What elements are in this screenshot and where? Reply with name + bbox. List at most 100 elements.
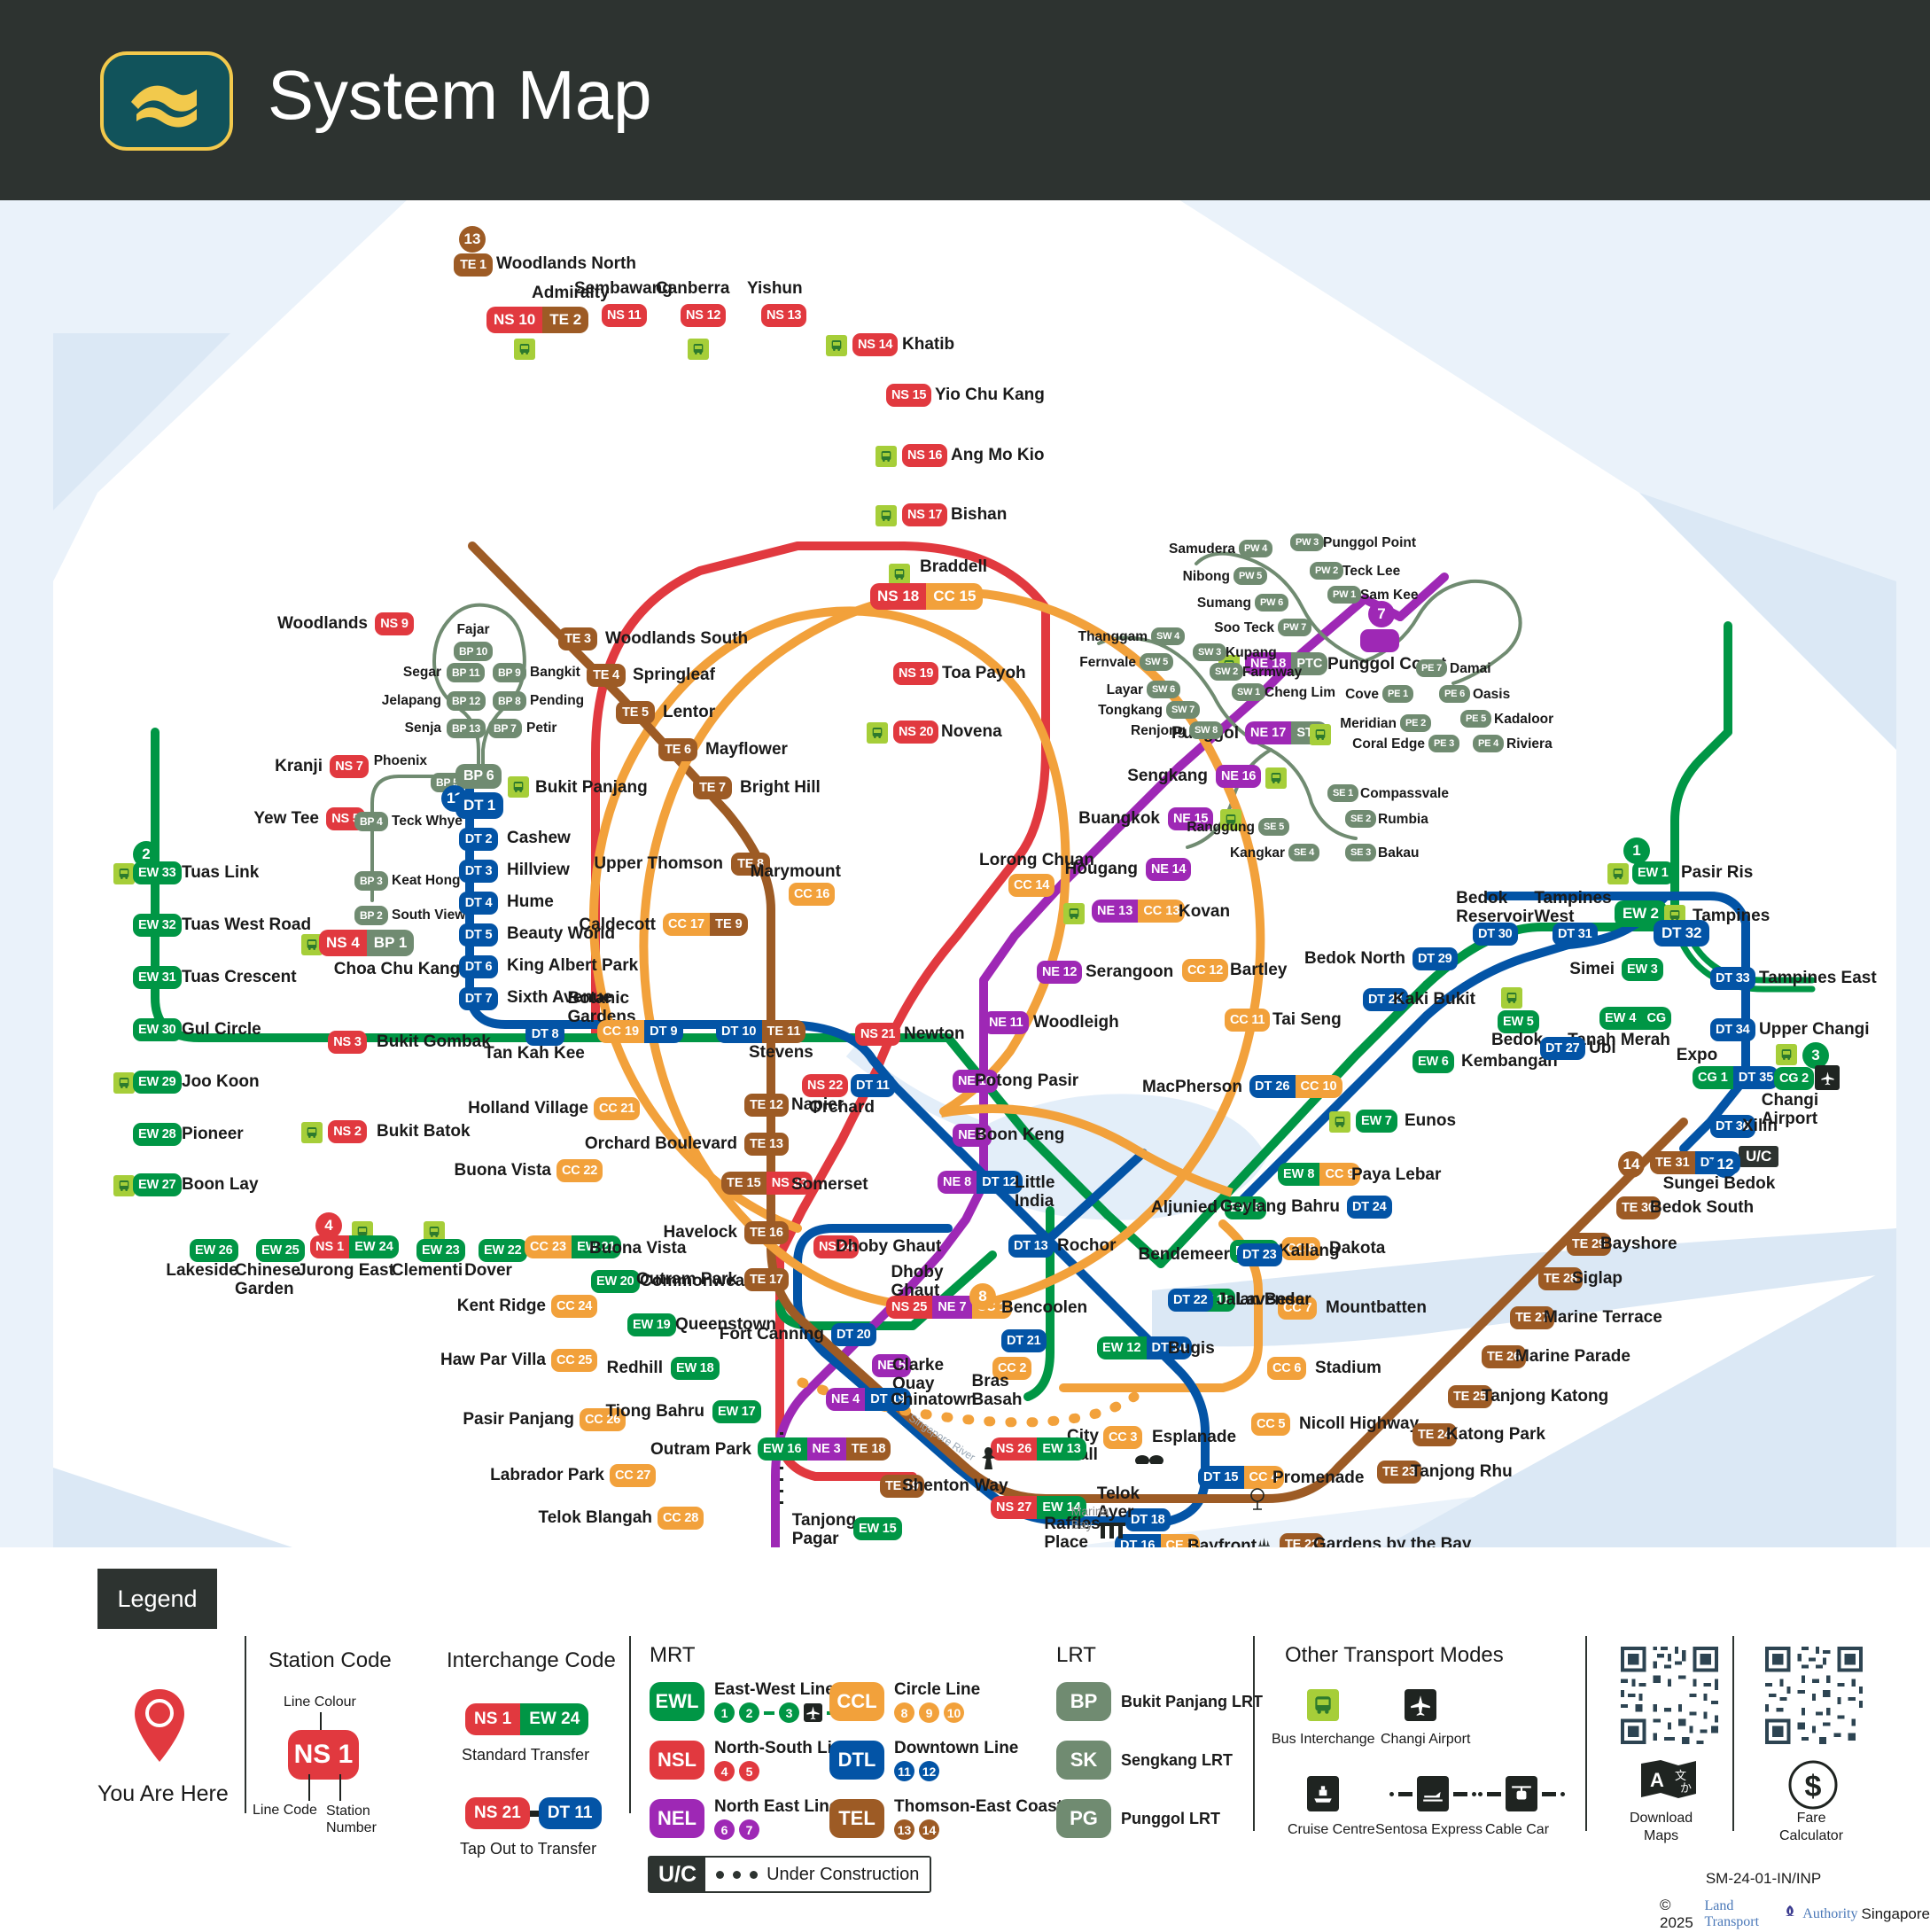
station-code-PE-5[interactable]: PE 5: [1460, 710, 1492, 728]
station-code-NS-8[interactable]: NS 9: [375, 612, 414, 635]
station-code-EW-5[interactable]: EW 5: [1498, 1010, 1539, 1033]
station-code-DT-1[interactable]: DT 1: [455, 792, 504, 819]
station-code-BP-1[interactable]: BP 1: [366, 930, 415, 956]
station-code-BP-4[interactable]: BP 4: [354, 812, 388, 831]
station-code-PW-4[interactable]: PW 4: [1239, 540, 1273, 557]
station-code-CC-26[interactable]: CC 27: [610, 1464, 657, 1487]
station-code-NS-2[interactable]: NS 2: [328, 1120, 367, 1143]
station-code-EW-17[interactable]: EW 17: [712, 1400, 761, 1423]
station-code-CC-8[interactable]: CC 8: [1281, 1237, 1321, 1260]
interchange-tanah-merah[interactable]: EW 4 CG: [1599, 1007, 1672, 1030]
station-code-TE-12[interactable]: TE 12: [744, 1094, 789, 1117]
station-code-CC-19[interactable]: CC 19: [597, 1020, 645, 1043]
station-code-NS-16[interactable]: NS 17: [902, 503, 948, 526]
station-code-SW-1[interactable]: SW 1: [1232, 683, 1266, 701]
station-code-NS-23[interactable]: NS 24: [813, 1235, 860, 1258]
interchange-expo[interactable]: CG 1 DT 35: [1693, 1066, 1779, 1089]
interchange-bayfront[interactable]: DT 16 CE 1: [1115, 1534, 1200, 1547]
station-code-NE-18[interactable]: [1360, 629, 1399, 652]
station-code-TE-27[interactable]: TE 27: [1510, 1306, 1554, 1329]
station-code-TE-14[interactable]: TE 15: [721, 1172, 767, 1195]
interchange-chinatown[interactable]: NE 4 DT 19: [826, 1388, 911, 1411]
station-code-TE-22[interactable]: TE 22: [1280, 1533, 1324, 1547]
station-code-NE-17[interactable]: NE 18: [1245, 652, 1292, 675]
station-code-NS-18[interactable]: NS 19: [893, 662, 939, 685]
interchange-choa-chu-kang[interactable]: NS 4 BP 1: [319, 930, 415, 956]
station-code-NS-7[interactable]: NS 7: [330, 755, 369, 778]
station-code-BP-8[interactable]: BP 8: [493, 691, 526, 711]
station-code-EW-3[interactable]: EW 3: [1622, 958, 1663, 981]
station-code-PW-5[interactable]: PW 5: [1233, 567, 1268, 585]
interchange-orchard[interactable]: TE 15 NS 23: [721, 1172, 813, 1195]
station-code-EW-24[interactable]: EW 24: [349, 1235, 399, 1258]
station-code-EW-16[interactable]: EW 16: [758, 1437, 807, 1461]
station-code-NE-8[interactable]: NE 9: [953, 1124, 992, 1147]
station-code-CC-4[interactable]: CC 4: [1243, 1466, 1284, 1489]
station-code-DT-19[interactable]: DT 19: [865, 1388, 911, 1411]
station-code-TE-30[interactable]: TE 30: [1616, 1196, 1661, 1219]
station-code-EW-22[interactable]: EW 22: [479, 1239, 527, 1262]
station-code-NS-22[interactable]: NS 23: [766, 1172, 813, 1195]
station-code-NS-17[interactable]: NS 18: [870, 583, 927, 610]
station-code-PW-1[interactable]: PW 1: [1327, 586, 1362, 604]
station-code-SE-4[interactable]: SE 4: [1288, 844, 1320, 861]
station-code-TE-7[interactable]: TE 7: [693, 776, 732, 799]
station-code-NE-5[interactable]: NE 5: [872, 1354, 911, 1377]
station-code-EW-8[interactable]: EW 8: [1278, 1163, 1320, 1186]
station-code-EW-4[interactable]: EW 4: [1599, 1007, 1642, 1030]
station-code-CC-10[interactable]: CC 10: [1295, 1075, 1342, 1098]
interchange-city-hall[interactable]: NS 26 EW 13: [991, 1437, 1086, 1461]
station-code-EW-26[interactable]: EW 26: [190, 1239, 238, 1262]
station-code-NE-10[interactable]: NE 11: [984, 1011, 1029, 1034]
station-code-TE-9[interactable]: TE 9: [710, 913, 748, 936]
station-code-DT-30[interactable]: DT 30: [1473, 923, 1518, 946]
station-code-EW-12[interactable]: EW 12: [1097, 1336, 1147, 1359]
station-code-SE-3[interactable]: SE 3: [1345, 844, 1377, 861]
station-code-SW-6[interactable]: SW 6: [1147, 681, 1181, 698]
interchange-stevens[interactable]: DT 10 TE 11: [716, 1020, 806, 1043]
station-code-BP-9[interactable]: BP 9: [493, 663, 526, 682]
station-code-NS-10[interactable]: NS 11: [602, 304, 647, 327]
station-code-DT-6[interactable]: DT 6: [459, 955, 498, 978]
station-code-TE-17[interactable]: TE 18: [845, 1437, 891, 1461]
station-code-NS-20[interactable]: NS 21: [855, 1023, 901, 1046]
station-code-EW-28[interactable]: EW 28: [133, 1123, 182, 1146]
station-code-NE-13[interactable]: NE 14: [1146, 858, 1192, 881]
station-code-DT-18[interactable]: DT 18: [1125, 1508, 1171, 1531]
station-code-PE-3[interactable]: PE 3: [1428, 735, 1460, 752]
station-code-NE-6[interactable]: NE 7: [932, 1296, 972, 1319]
qr-code-icon[interactable]: [1762, 1643, 1866, 1748]
station-code-TE-31[interactable]: TE 31: [1650, 1151, 1695, 1174]
station-code-PW-6[interactable]: PW 6: [1255, 594, 1289, 612]
station-code-SW-2[interactable]: SW 2: [1210, 663, 1244, 681]
station-code-CC-27[interactable]: CC 28: [658, 1507, 704, 1530]
station-code-EW-29[interactable]: EW 29: [133, 1071, 182, 1094]
station-code-EW-30[interactable]: EW 30: [133, 1018, 182, 1041]
station-code-TE-15[interactable]: TE 16: [744, 1221, 789, 1244]
interchange-woodlands[interactable]: NS 10 TE 2: [486, 307, 589, 333]
station-code-DT-22[interactable]: DT 22: [1168, 1289, 1213, 1312]
station-code-TE-2[interactable]: TE 2: [542, 307, 589, 333]
station-code-PW-7[interactable]: PW 7: [1278, 619, 1312, 636]
station-code-EW-21[interactable]: EW 21: [572, 1235, 621, 1258]
station-code-DT-12[interactable]: DT 12: [977, 1171, 1023, 1194]
interchange-punggol[interactable]: NE 18 PTC: [1245, 652, 1328, 675]
station-code-EW-7[interactable]: EW 7: [1356, 1110, 1397, 1133]
station-code-CC-5[interactable]: CC 5: [1251, 1413, 1291, 1436]
station-code-DT-8[interactable]: DT 8: [525, 1023, 564, 1046]
station-code-CC-15[interactable]: CC 15: [926, 583, 984, 610]
station-code-NE-15[interactable]: NE 16: [1216, 765, 1262, 788]
station-code-TE-29[interactable]: TE 29: [1567, 1233, 1611, 1256]
station-code-EW-25[interactable]: EW 25: [256, 1239, 305, 1262]
station-code-SE-5[interactable]: SE 5: [1258, 818, 1290, 836]
station-code-NS-25[interactable]: NS 26: [991, 1437, 1038, 1461]
station-code-BP-7[interactable]: BP 7: [488, 719, 522, 738]
station-code-NS-3[interactable]: NS 3: [328, 1031, 367, 1054]
station-code-DT-23[interactable]: DT 23: [1237, 1243, 1282, 1266]
station-code-SW-8[interactable]: SW 8: [1189, 721, 1224, 739]
station-code-SW-4[interactable]: SW 4: [1151, 627, 1186, 645]
station-code-TE-5[interactable]: TE 5: [616, 701, 655, 724]
station-code-PW-3[interactable]: PW 3: [1290, 534, 1325, 551]
station-code-DT-28[interactable]: DT 28: [1363, 988, 1408, 1011]
station-code-CC-23[interactable]: CC 24: [551, 1295, 598, 1318]
